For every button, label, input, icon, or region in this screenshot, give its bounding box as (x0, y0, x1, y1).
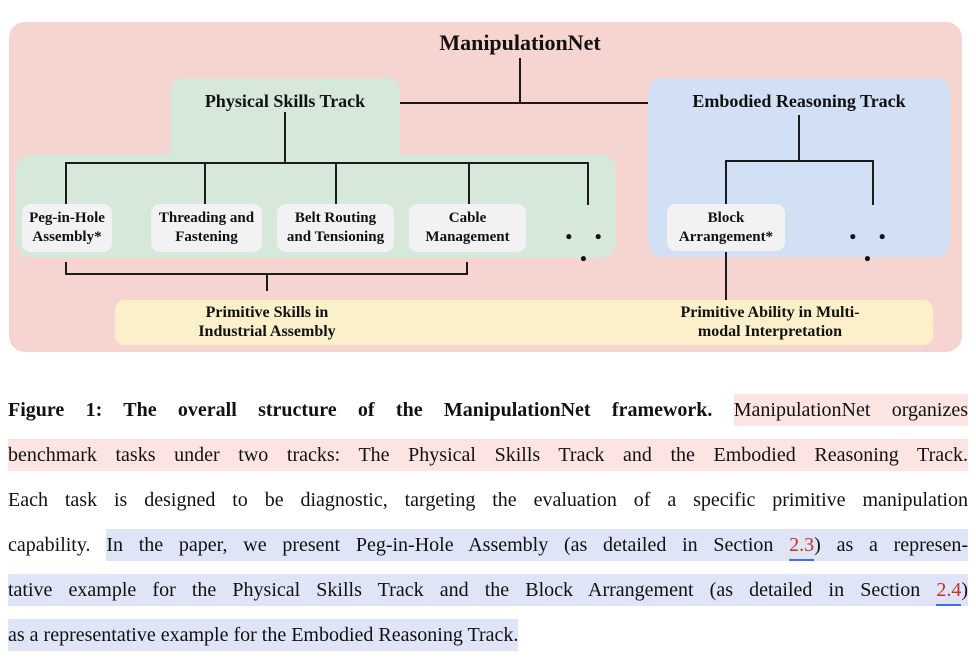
caption-text: as a representative example for the Embo… (8, 619, 519, 651)
section-link[interactable]: 2.4 (936, 574, 962, 606)
connector-block-footer (725, 252, 727, 300)
task-box-cable: Cable Management (409, 204, 526, 252)
caption-line: as a representative example for the Embo… (8, 619, 968, 652)
connector-drop-ellipsis-left (587, 162, 589, 205)
caption-text: ) (961, 574, 968, 606)
bracket-left-tick (65, 262, 67, 275)
caption-text: capability. (8, 534, 107, 556)
footer-bar (115, 300, 933, 345)
caption-text: Each task is designed to be diagnostic, … (8, 489, 968, 511)
caption-text: ) as a represen- (814, 529, 968, 561)
task-box-belt-routing: Belt Routing and Tensioning (277, 204, 394, 252)
caption-text: ManipulationNet organizes (733, 394, 968, 426)
ellipsis-right: • • • (849, 227, 895, 270)
task-box-threading: Threading and Fastening (151, 204, 262, 252)
task-box-block: Block Arrangement* (667, 204, 785, 251)
connector-root-horizontal (400, 102, 648, 104)
figure-caption: Figure 1: The overall structure of the M… (8, 394, 968, 672)
caption-line: Figure 1: The overall structure of the M… (8, 394, 968, 427)
caption-text: Figure 1: The overall structure of the M… (8, 399, 734, 421)
connector-root-vertical (519, 58, 521, 103)
footer-label-left: Primitive Skills in Industrial Assembly (198, 304, 336, 340)
connector-drop-peg (65, 162, 67, 204)
connector-physical-branch (66, 162, 589, 164)
connector-physical-stem (284, 112, 286, 164)
connector-drop-block (725, 160, 727, 204)
caption-line: tative example for the Physical Skills T… (8, 574, 968, 607)
footer-label-right: Primitive Ability in Multi- modal Interp… (680, 304, 860, 340)
connector-drop-belt (335, 162, 337, 204)
caption-line: Each task is designed to be diagnostic, … (8, 484, 968, 517)
caption-line: benchmark tasks under two tracks: The Ph… (8, 439, 968, 472)
bracket-right-tick (466, 262, 468, 275)
caption-line: capability. In the paper, we present Peg… (8, 529, 968, 562)
connector-drop-threading (204, 162, 206, 204)
caption-text: tative example for the Physical Skills T… (8, 574, 937, 606)
task-box-peg-in-hole: Peg-in-Hole Assembly* (22, 204, 112, 252)
bracket-center-stub (266, 275, 268, 291)
caption-text: benchmark tasks under two tracks: The Ph… (8, 439, 968, 471)
bracket-horizontal (65, 273, 468, 275)
section-link[interactable]: 2.3 (789, 529, 815, 561)
diagram-title: ManipulationNet (439, 30, 601, 55)
connector-embodied-branch (726, 160, 874, 162)
ellipsis-left: • • • (565, 227, 611, 270)
connector-embodied-stem (798, 115, 800, 161)
connector-drop-ellipsis-right (872, 160, 874, 205)
connector-drop-cable (468, 162, 470, 204)
caption-text: In the paper, we present Peg-in-Hole Ass… (106, 529, 790, 561)
